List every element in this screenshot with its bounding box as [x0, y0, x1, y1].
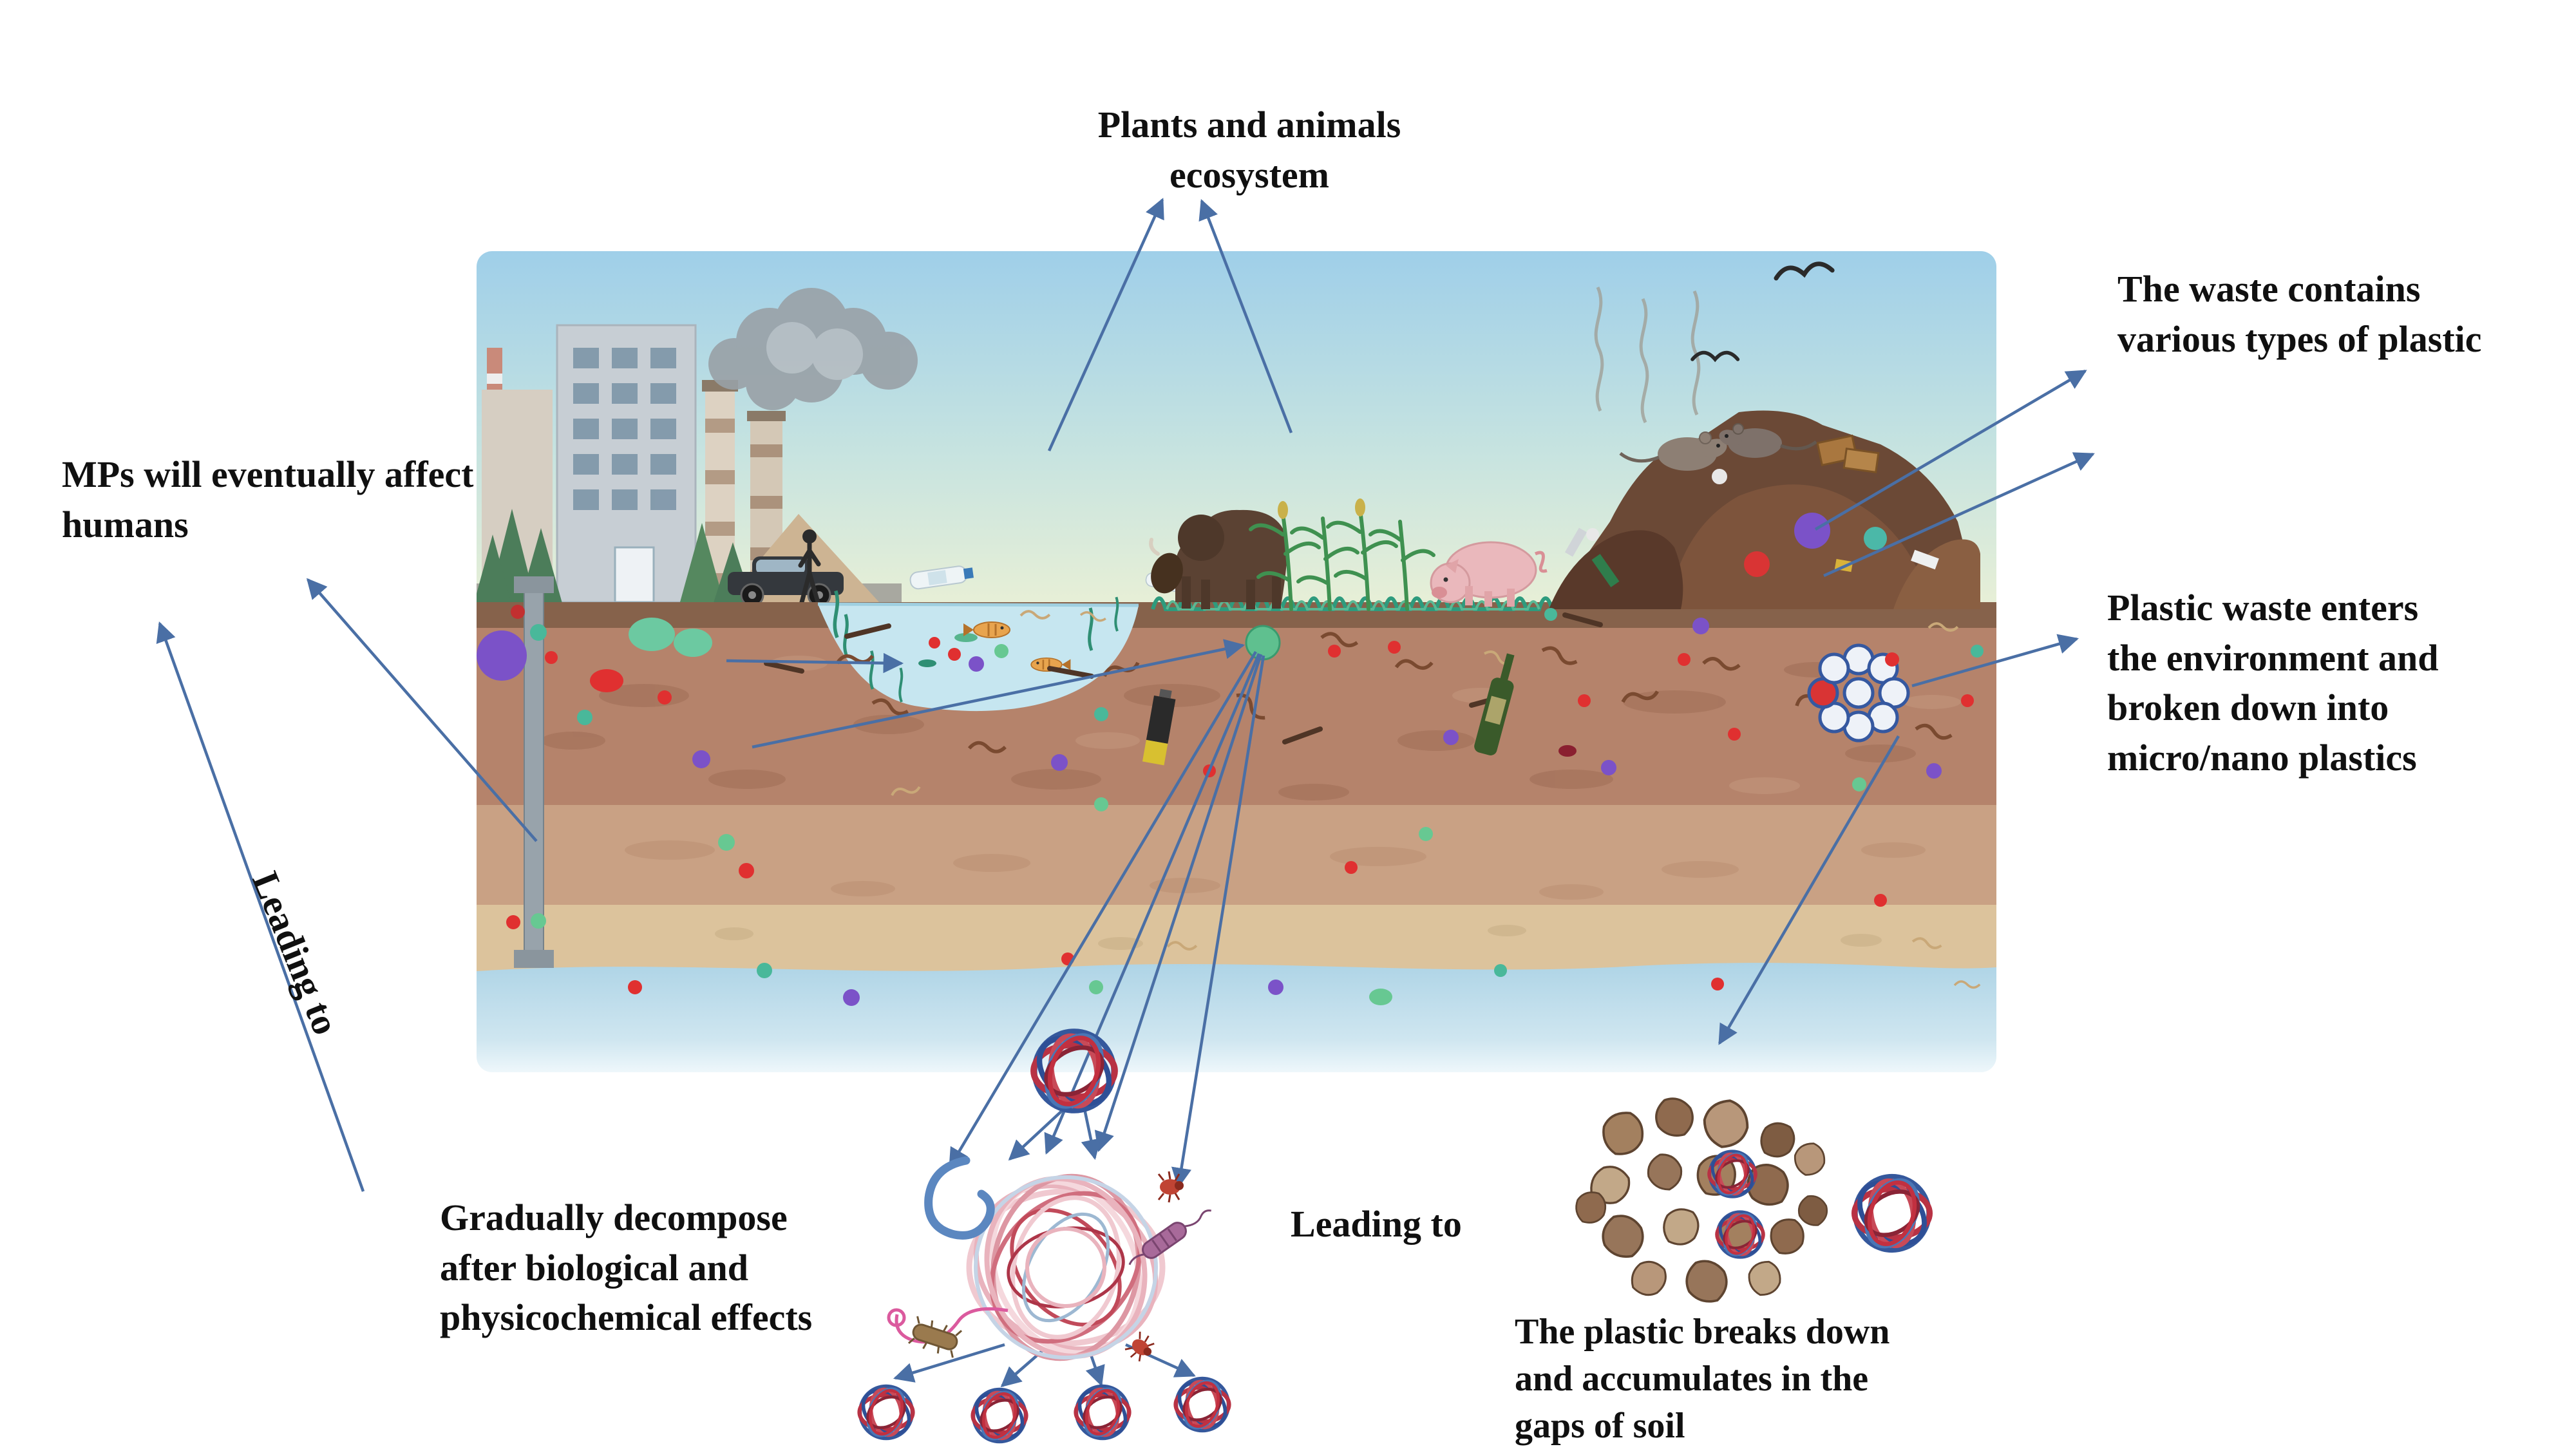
- bacteria-icon: [907, 1316, 963, 1358]
- buried-flashlight-icon: [1142, 688, 1176, 766]
- landscape-scene: [477, 251, 1996, 1072]
- bacteria-icon: [1128, 1209, 1212, 1265]
- label-breaks-down: The plastic breaks down and accumulates …: [1515, 1312, 1890, 1446]
- building-icon: [556, 324, 697, 603]
- fiber-ball-large-icon: [966, 1173, 1166, 1361]
- nematode-icon: [924, 1156, 995, 1240]
- person-icon: [798, 529, 821, 605]
- rat-icon: [1619, 431, 1727, 471]
- label-leading-to-bottom: Leading to: [1291, 1203, 1462, 1245]
- rat-icon: [1719, 423, 1817, 458]
- well-pipe-icon: [511, 576, 554, 968]
- bird-icon: [1690, 261, 1835, 363]
- pig-icon: [1430, 541, 1548, 607]
- mite-icon: [1157, 1171, 1184, 1203]
- groundwater: [477, 963, 1996, 1072]
- soil-layers: [477, 602, 1996, 976]
- label-plastic-enters: Plastic waste enters the environment and…: [2107, 587, 2439, 779]
- microplastic-ball-icon: [968, 1385, 1030, 1446]
- arrows: [156, 198, 2095, 1388]
- garbage-pile: [1549, 286, 1980, 609]
- microplastic-ball-icon: [855, 1382, 917, 1443]
- microplastic-ball-icon: [1848, 1170, 1936, 1256]
- label-waste-contains: The waste contains various types of plas…: [2117, 268, 2482, 360]
- microplastic-ball-icon: [1071, 1382, 1133, 1443]
- label-ecosystem: Plants and animals ecosystem: [1097, 104, 1401, 196]
- hub-green-dot: [1245, 625, 1281, 661]
- label-mps-humans: MPs will eventually affect humans: [62, 453, 474, 545]
- bison-icon: [1149, 509, 1287, 609]
- soil-aggregate-icon: [1568, 1090, 1833, 1312]
- nanoplastic-cluster-icon: [1807, 643, 1910, 743]
- microplastic-ball-icon: [1171, 1374, 1233, 1435]
- buried-bottle-icon: [1474, 653, 1515, 755]
- label-decompose: Gradually decompose after biological and…: [440, 1197, 813, 1339]
- plants-icon: [1249, 498, 1435, 611]
- smell-lines-icon: [1594, 286, 1701, 424]
- smoke-icon: [708, 288, 918, 410]
- mite-icon: [1124, 1331, 1155, 1362]
